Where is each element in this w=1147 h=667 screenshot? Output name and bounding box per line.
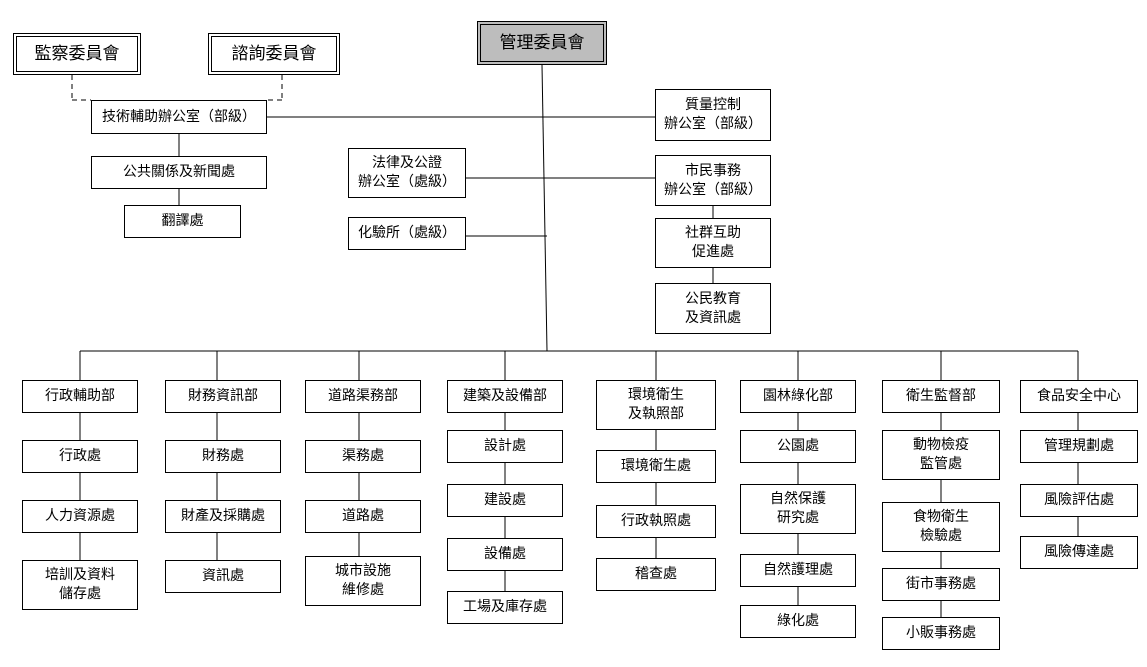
division-box[interactable]: 設計處 bbox=[447, 430, 563, 463]
division-box[interactable]: 人力資源處 bbox=[22, 500, 138, 533]
division-box[interactable]: 風險評估處 bbox=[1020, 484, 1138, 517]
division-box[interactable]: 稽查處 bbox=[596, 558, 716, 591]
division-box[interactable]: 財產及採購處 bbox=[165, 500, 281, 533]
public-relations-box[interactable]: 公共關係及新聞處 bbox=[91, 156, 267, 189]
department-box[interactable]: 園林綠化部 bbox=[740, 380, 856, 413]
connector bbox=[541, 64, 548, 352]
division-box[interactable]: 工場及庫存處 bbox=[447, 591, 563, 624]
civic-education-box[interactable]: 公民教育 及資訊處 bbox=[655, 283, 771, 334]
division-box[interactable]: 食物衛生 檢驗處 bbox=[882, 502, 1000, 552]
department-box[interactable]: 建築及設備部 bbox=[447, 380, 563, 413]
division-box[interactable]: 風險傳達處 bbox=[1020, 536, 1138, 569]
division-box[interactable]: 自然護理處 bbox=[740, 554, 856, 587]
division-box[interactable]: 管理規劃處 bbox=[1020, 430, 1138, 463]
management-committee-box[interactable]: 管理委員會 bbox=[477, 21, 607, 65]
department-box[interactable]: 環境衛生 及執照部 bbox=[596, 380, 716, 430]
division-box[interactable]: 綠化處 bbox=[740, 605, 856, 638]
division-box[interactable]: 渠務處 bbox=[305, 440, 421, 473]
department-box[interactable]: 衛生監督部 bbox=[882, 380, 1000, 413]
division-box[interactable]: 動物檢疫 監管處 bbox=[882, 430, 1000, 480]
laboratory-box[interactable]: 化驗所（處級） bbox=[348, 217, 466, 250]
community-mutual-aid-box[interactable]: 社群互助 促進處 bbox=[655, 218, 771, 268]
translation-box[interactable]: 翻譯處 bbox=[124, 205, 241, 238]
department-box[interactable]: 行政輔助部 bbox=[22, 380, 138, 413]
division-box[interactable]: 環境衛生處 bbox=[596, 450, 716, 483]
division-box[interactable]: 行政處 bbox=[22, 440, 138, 473]
division-box[interactable]: 街市事務處 bbox=[882, 568, 1000, 601]
division-box[interactable]: 公園處 bbox=[740, 430, 856, 463]
division-box[interactable]: 設備處 bbox=[447, 538, 563, 571]
supervisory-committee-box[interactable]: 監察委員會 bbox=[13, 33, 141, 75]
division-box[interactable]: 建設處 bbox=[447, 484, 563, 517]
quality-control-office-box[interactable]: 質量控制 辦公室（部級） bbox=[655, 89, 771, 141]
technical-support-office-box[interactable]: 技術輔助辦公室（部級） bbox=[91, 100, 267, 134]
division-box[interactable]: 財務處 bbox=[165, 440, 281, 473]
division-box[interactable]: 道路處 bbox=[305, 500, 421, 533]
civic-affairs-office-box[interactable]: 市民事務 辦公室（部級） bbox=[655, 155, 771, 206]
division-box[interactable]: 自然保護 研究處 bbox=[740, 484, 856, 534]
department-box[interactable]: 食品安全中心 bbox=[1020, 380, 1138, 413]
division-box[interactable]: 小販事務處 bbox=[882, 617, 1000, 650]
division-box[interactable]: 行政執照處 bbox=[596, 505, 716, 538]
legal-notary-office-box[interactable]: 法律及公證 辦公室（處級） bbox=[348, 148, 466, 198]
division-box[interactable]: 培訓及資料 儲存處 bbox=[22, 560, 138, 610]
advisory-committee-box[interactable]: 諮詢委員會 bbox=[208, 33, 340, 75]
division-box[interactable]: 城市設施 維修處 bbox=[305, 556, 421, 606]
division-box[interactable]: 資訊處 bbox=[165, 560, 281, 593]
department-box[interactable]: 道路渠務部 bbox=[305, 380, 421, 413]
department-box[interactable]: 財務資訊部 bbox=[165, 380, 281, 413]
